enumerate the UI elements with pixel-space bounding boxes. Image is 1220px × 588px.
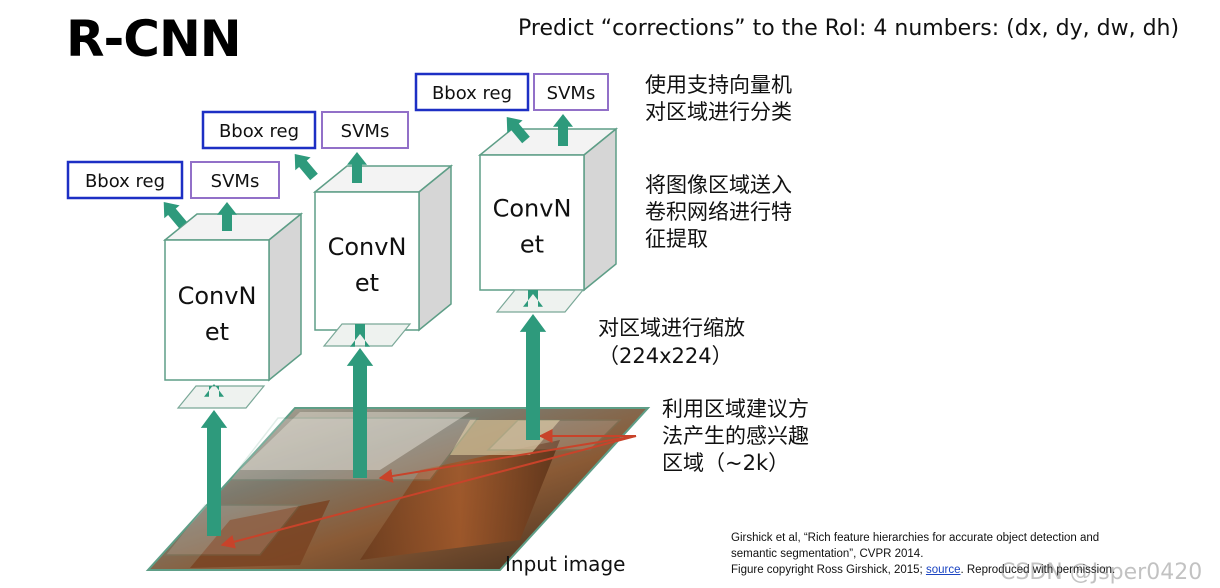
- svm-note: 使用支持向量机 对区域进行分类: [645, 73, 792, 124]
- warped-region: [322, 323, 412, 347]
- convnet-label-line2: et: [355, 269, 379, 297]
- page-title: R-CNN: [66, 10, 242, 68]
- citation-line: semantic segmentation”, CVPR 2014.: [731, 548, 924, 560]
- citation-text: . Reproduced with permission.: [960, 564, 1116, 576]
- cnn-note-line: 将图像区域送入: [645, 173, 792, 197]
- svm-label: SVMs: [547, 83, 596, 104]
- convnet-box: [314, 191, 420, 331]
- watermark: CSDN @Jsper0420: [1000, 560, 1203, 585]
- citation-line: Figure copyright Ross Girshick, 2015; so…: [731, 562, 1201, 578]
- bbox-arrow-group: [294, 154, 318, 181]
- bbox-reg-box: [66, 160, 184, 200]
- bbox-arrow: [294, 154, 318, 181]
- svm-label: SVMs: [211, 171, 260, 192]
- svm-arrow: [347, 152, 367, 183]
- convnet-label-line1: ConvN: [493, 195, 572, 223]
- bbox-arrow: [163, 202, 187, 229]
- bbox-reg-label: Bbox reg: [432, 83, 512, 104]
- cnn-note-line: 征提取: [645, 227, 708, 251]
- warped-region: [495, 289, 585, 313]
- convnet-label-line1: ConvN: [328, 233, 407, 261]
- convnet-box: [479, 154, 585, 291]
- proposal-note-line: 利用区域建议方: [662, 397, 809, 421]
- svm-label: SVMs: [341, 121, 390, 142]
- proposal-arrows: [220, 429, 637, 549]
- region-to-warp-arrow: [346, 348, 374, 478]
- warp-to-convnet-arrow: [204, 384, 224, 397]
- bbox-arrow-group: [506, 117, 530, 144]
- svm-note-line: 对区域进行分类: [645, 100, 792, 124]
- warp-note-line: 对区域进行缩放: [598, 316, 745, 340]
- bbox-reg-label: Bbox reg: [219, 121, 299, 142]
- warp-to-convnet-arrow: [350, 324, 370, 347]
- warp-note: 对区域进行缩放 （224x224）: [598, 316, 745, 368]
- warp-note-line: （224x224）: [598, 344, 733, 368]
- proposal-note-line: 法产生的感兴趣: [662, 424, 809, 448]
- svm-arrow: [553, 114, 573, 146]
- svm-box: [190, 161, 280, 199]
- svm-note-line: 使用支持向量机: [645, 73, 792, 97]
- proposal-note: 利用区域建议方 法产生的感兴趣 区域（~2k）: [662, 397, 809, 475]
- bbox-arrow-group: [163, 202, 187, 229]
- convnet-side-face: [583, 127, 617, 292]
- convnet-box: [164, 239, 270, 381]
- bbox-reg-label: Bbox reg: [85, 171, 165, 192]
- cnn-note-line: 卷积网络进行特: [645, 200, 792, 224]
- convnet-label-line2: et: [520, 231, 544, 259]
- convnet-side-face: [418, 164, 452, 332]
- convnet-label-line2: et: [205, 318, 229, 346]
- citation-text: Figure copyright Ross Girshick, 2015;: [731, 564, 926, 576]
- bbox-reg-box: [201, 110, 317, 150]
- svm-box: [533, 73, 609, 111]
- region-to-warp-arrow: [519, 314, 547, 440]
- input-image-label: Input image: [505, 552, 625, 576]
- svm-box: [321, 111, 409, 149]
- convnet-side-face: [268, 212, 302, 382]
- cnn-note: 将图像区域送入 卷积网络进行特 征提取: [645, 173, 792, 251]
- warped-region: [176, 385, 266, 409]
- citation-line: Girshick et al, “Rich feature hierarchie…: [731, 532, 1100, 544]
- warp-to-convnet-arrow: [523, 290, 543, 307]
- source-link[interactable]: source: [925, 564, 961, 576]
- bbox-arrow: [506, 117, 530, 144]
- region-to-warp-arrow: [200, 410, 228, 536]
- bbox-reg-box: [414, 72, 530, 112]
- subtitle: Predict “corrections” to the RoI: 4 numb…: [518, 16, 1180, 41]
- proposal-note-line: 区域（~2k）: [662, 451, 789, 475]
- svm-arrow: [217, 202, 237, 231]
- convnet-label-line1: ConvN: [178, 282, 257, 310]
- citation: Girshick et al, “Rich feature hierarchie…: [731, 530, 1201, 578]
